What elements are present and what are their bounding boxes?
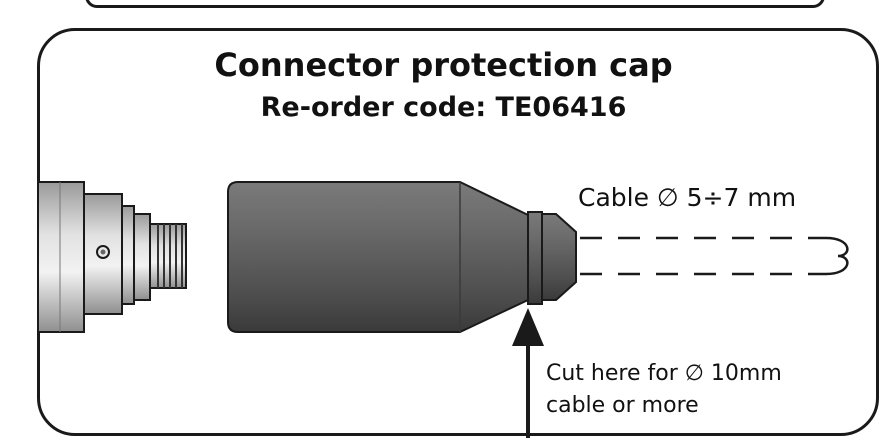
cut-instruction-line2: cable or more xyxy=(546,393,699,418)
diagram-title: Connector protection cap xyxy=(214,46,673,84)
cable-diameter-label: Cable ∅ 5÷7 mm xyxy=(578,183,797,212)
connector xyxy=(37,181,187,333)
cable-dashed xyxy=(580,236,849,276)
protection-cap xyxy=(227,181,577,333)
reorder-code: Re-order code: TE06416 xyxy=(260,92,627,123)
cut-instruction-line1: Cut here for ∅ 10mm xyxy=(546,361,782,386)
cut-instruction: Cut here for ∅ 10mm cable or more xyxy=(546,358,782,422)
cut-arrow xyxy=(512,308,544,438)
